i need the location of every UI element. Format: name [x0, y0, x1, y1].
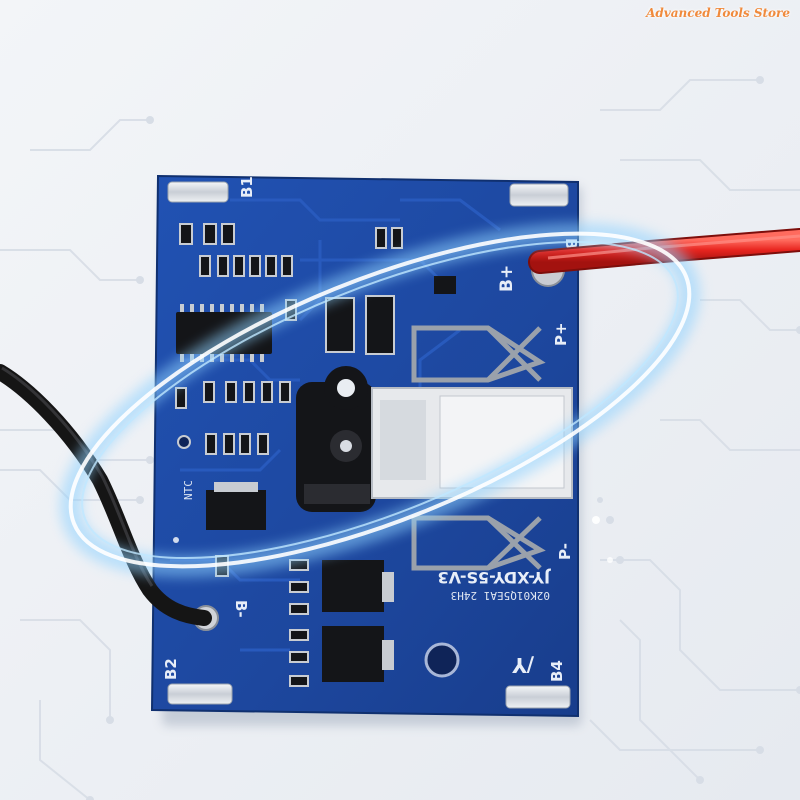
- pcb-board: [150, 174, 579, 718]
- background-circuit-pattern: [0, 79, 800, 800]
- label-b4: B4: [548, 660, 566, 682]
- ntc-hole: [177, 435, 191, 449]
- label-b-plus: B+: [497, 265, 517, 292]
- board-logo-mark: /Y: [512, 653, 534, 677]
- mounting-hole: [424, 642, 460, 678]
- smd-components: [175, 223, 456, 687]
- pad-b4-metal: [505, 685, 571, 709]
- label-p-minus: P-: [556, 543, 574, 560]
- pad-b3-metal: [509, 183, 569, 207]
- pad-b2-metal: [167, 683, 233, 705]
- background-circuit-nodes: [86, 76, 800, 800]
- label-ntc: NTC: [182, 480, 195, 500]
- label-b-minus: B-: [232, 600, 250, 618]
- glow-nodes: [173, 516, 613, 563]
- glow-ring: [59, 222, 701, 578]
- pad-b1-metal: [167, 181, 229, 203]
- board-code-line: 02K01Q5EA1 24H3: [451, 589, 550, 602]
- board-model: JY-XDY-5S-V3: [438, 568, 552, 587]
- store-watermark: Advanced Tools Store: [646, 6, 790, 20]
- label-b1: B1: [238, 176, 256, 198]
- label-b2: B2: [162, 658, 180, 680]
- label-p-plus: P+: [552, 322, 570, 346]
- terminal-clips: [411, 325, 546, 571]
- dc-charging-jack: [296, 366, 376, 512]
